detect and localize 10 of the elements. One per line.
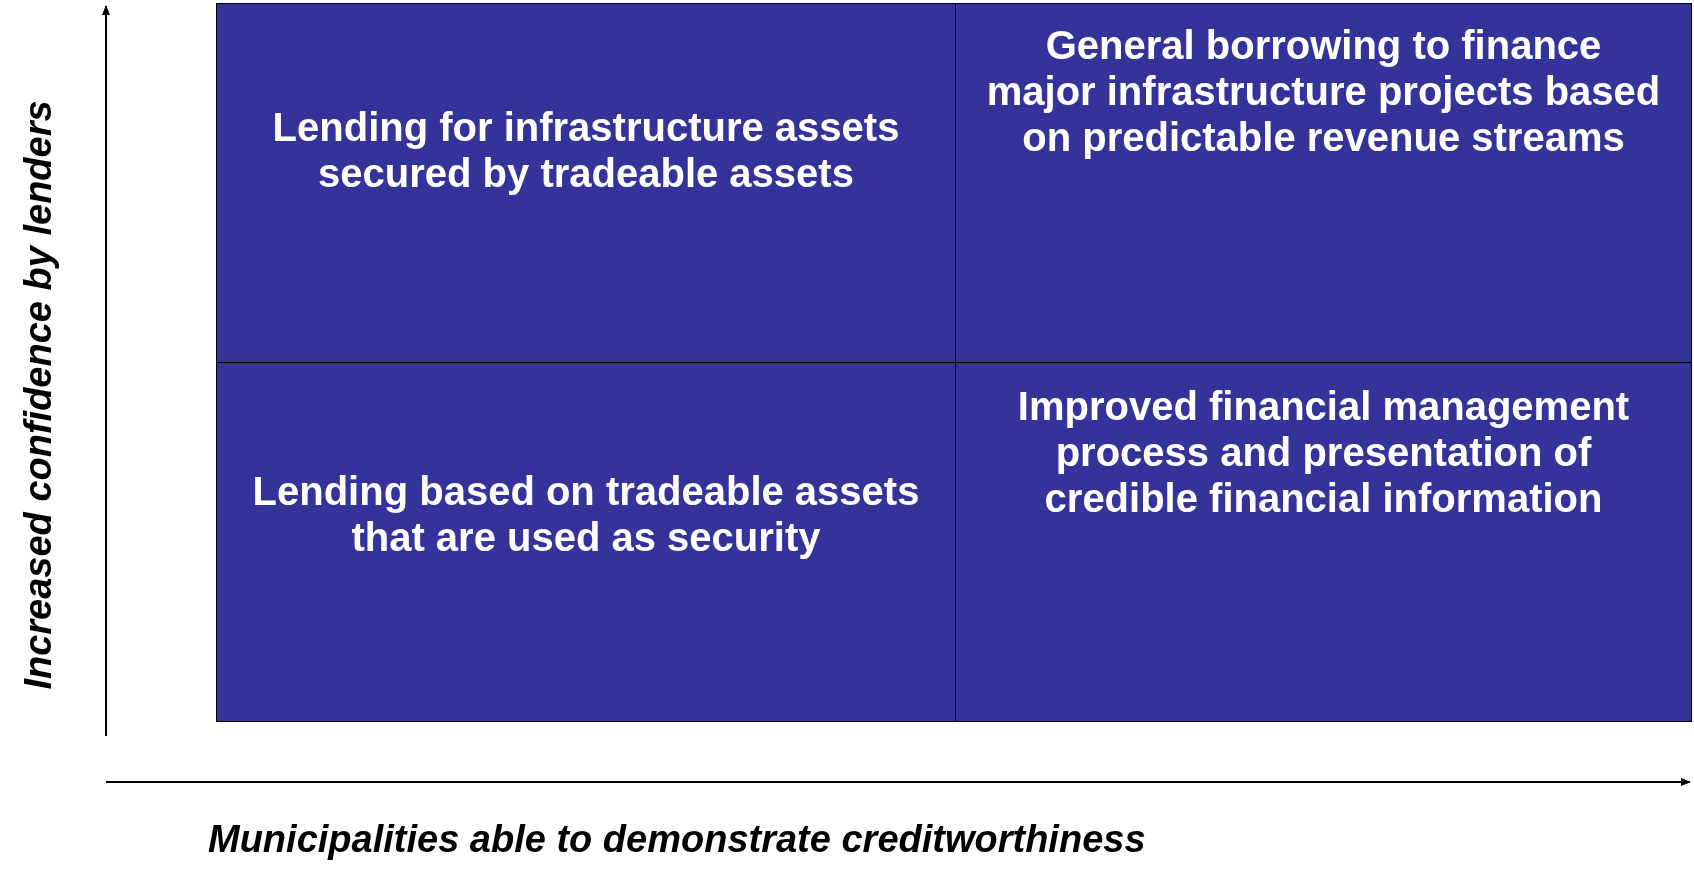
quadrant-box	[216, 3, 956, 363]
quadrant-box	[955, 3, 1692, 363]
quadrant-box	[955, 362, 1692, 722]
quadrant-text: Lending for infrastructure assets secured by tradeable assets	[271, 104, 901, 196]
quadrant-text: Lending based on tradeable assets that are used as security	[251, 468, 921, 560]
quadrant-box	[216, 362, 956, 722]
quadrant-text: General borrowing to finance major infrastructure projects based on predictable revenue streams	[986, 22, 1661, 160]
x-axis-label: Municipalities able to demonstrate creditworthiness	[208, 818, 1146, 861]
quadrant-text: Improved financial management process and presentation of credible financial information	[1016, 383, 1631, 521]
y-axis-label: Increased confidence by lenders	[16, 100, 60, 690]
